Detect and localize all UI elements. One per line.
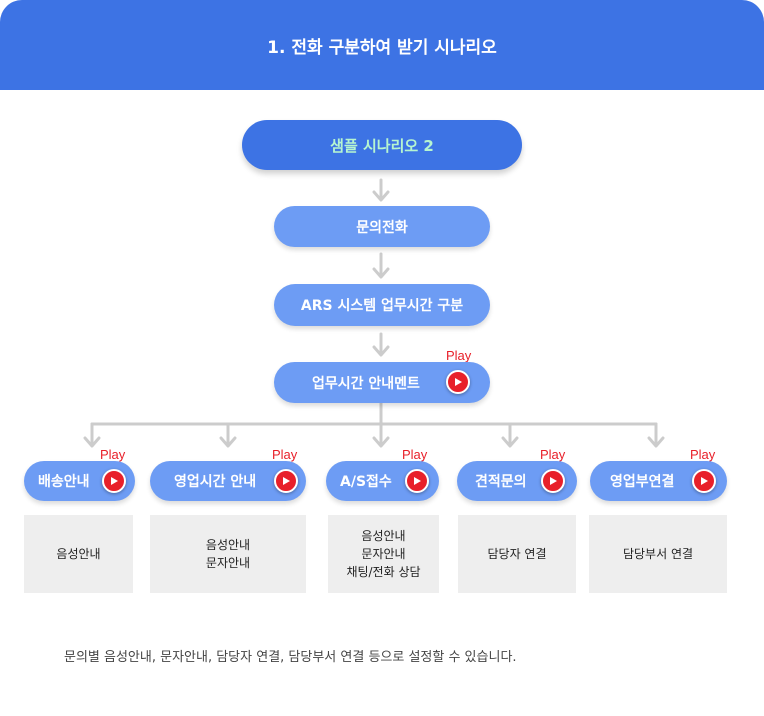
page-title: 1. 전화 구분하여 받기 시나리오: [267, 37, 497, 58]
play-label-hours: Play: [446, 348, 472, 363]
play-label-branch-1: Play: [100, 447, 126, 462]
result-line: 문자안내: [361, 547, 406, 561]
branch-quote-inquiry: 견적문의: [457, 461, 577, 501]
branch-sales-dept: 영업부연결: [590, 461, 727, 501]
result-box-quote-inquiry: 담당자 연결: [458, 515, 576, 593]
branch-delivery-label: 배송안내: [38, 474, 90, 490]
branch-quote-inquiry-label: 견적문의: [475, 474, 527, 490]
root-node-label: 샘플 시나리오 2: [330, 136, 434, 155]
branch-as-request-label: A/S접수: [340, 474, 392, 490]
branch-as-request: A/S접수: [326, 461, 439, 501]
branch-trunk: [90, 401, 658, 426]
result-line: 채팅/전화 상담: [346, 565, 421, 579]
arrow-branch-2: [219, 422, 237, 448]
result-line: 음성안내: [361, 529, 406, 543]
step-inquiry-call-label: 문의전화: [356, 219, 408, 236]
step-hours-message-label: 업무시간 안내멘트: [312, 375, 420, 392]
play-icon[interactable]: [102, 469, 126, 493]
arrow-branch-3: [372, 422, 390, 448]
play-icon[interactable]: [274, 469, 298, 493]
arrow-step2-to-step3: [372, 332, 390, 357]
play-icon[interactable]: [446, 370, 470, 394]
arrow-root-to-step1: [372, 178, 390, 202]
step-hours-message: 업무시간 안내멘트: [274, 362, 490, 403]
step-inquiry-call: 문의전화: [274, 206, 490, 247]
branch-business-hours: 영업시간 안내: [150, 461, 306, 501]
play-label-branch-4: Play: [540, 447, 566, 462]
result-box-business-hours: 음성안내 문자안내: [150, 515, 306, 593]
footnote: 문의별 음성안내, 문자안내, 담당자 연결, 담당부서 연결 등으로 설정할 …: [64, 650, 517, 665]
result-box-delivery: 음성안내: [24, 515, 133, 593]
step-ars-hours: ARS 시스템 업무시간 구분: [274, 284, 490, 326]
play-label-branch-3: Play: [402, 447, 428, 462]
play-icon[interactable]: [405, 469, 429, 493]
result-line: 담당자 연결: [487, 547, 547, 561]
root-node: 샘플 시나리오 2: [242, 120, 522, 170]
play-label-branch-2: Play: [272, 447, 298, 462]
result-box-as-request: 음성안내 문자안내 채팅/전화 상담: [328, 515, 439, 593]
play-icon[interactable]: [541, 469, 565, 493]
branch-delivery: 배송안내: [24, 461, 135, 501]
arrow-branch-5: [647, 422, 665, 448]
arrow-step1-to-step2: [372, 252, 390, 279]
result-line: 음성안내: [205, 538, 251, 552]
play-label-branch-5: Play: [690, 447, 716, 462]
arrow-branch-1: [83, 422, 101, 448]
arrow-branch-4: [501, 422, 519, 448]
branch-business-hours-label: 영업시간 안내: [174, 474, 257, 490]
step-ars-hours-label: ARS 시스템 업무시간 구분: [300, 298, 464, 314]
result-line: 담당부서 연결: [622, 547, 694, 561]
header-bar: 1. 전화 구분하여 받기 시나리오: [0, 0, 764, 90]
play-icon[interactable]: [692, 469, 716, 493]
result-line: 음성안내: [56, 547, 101, 561]
branch-sales-dept-label: 영업부연결: [610, 474, 675, 490]
result-line: 문자안내: [205, 556, 251, 570]
result-box-sales-dept: 담당부서 연결: [589, 515, 727, 593]
